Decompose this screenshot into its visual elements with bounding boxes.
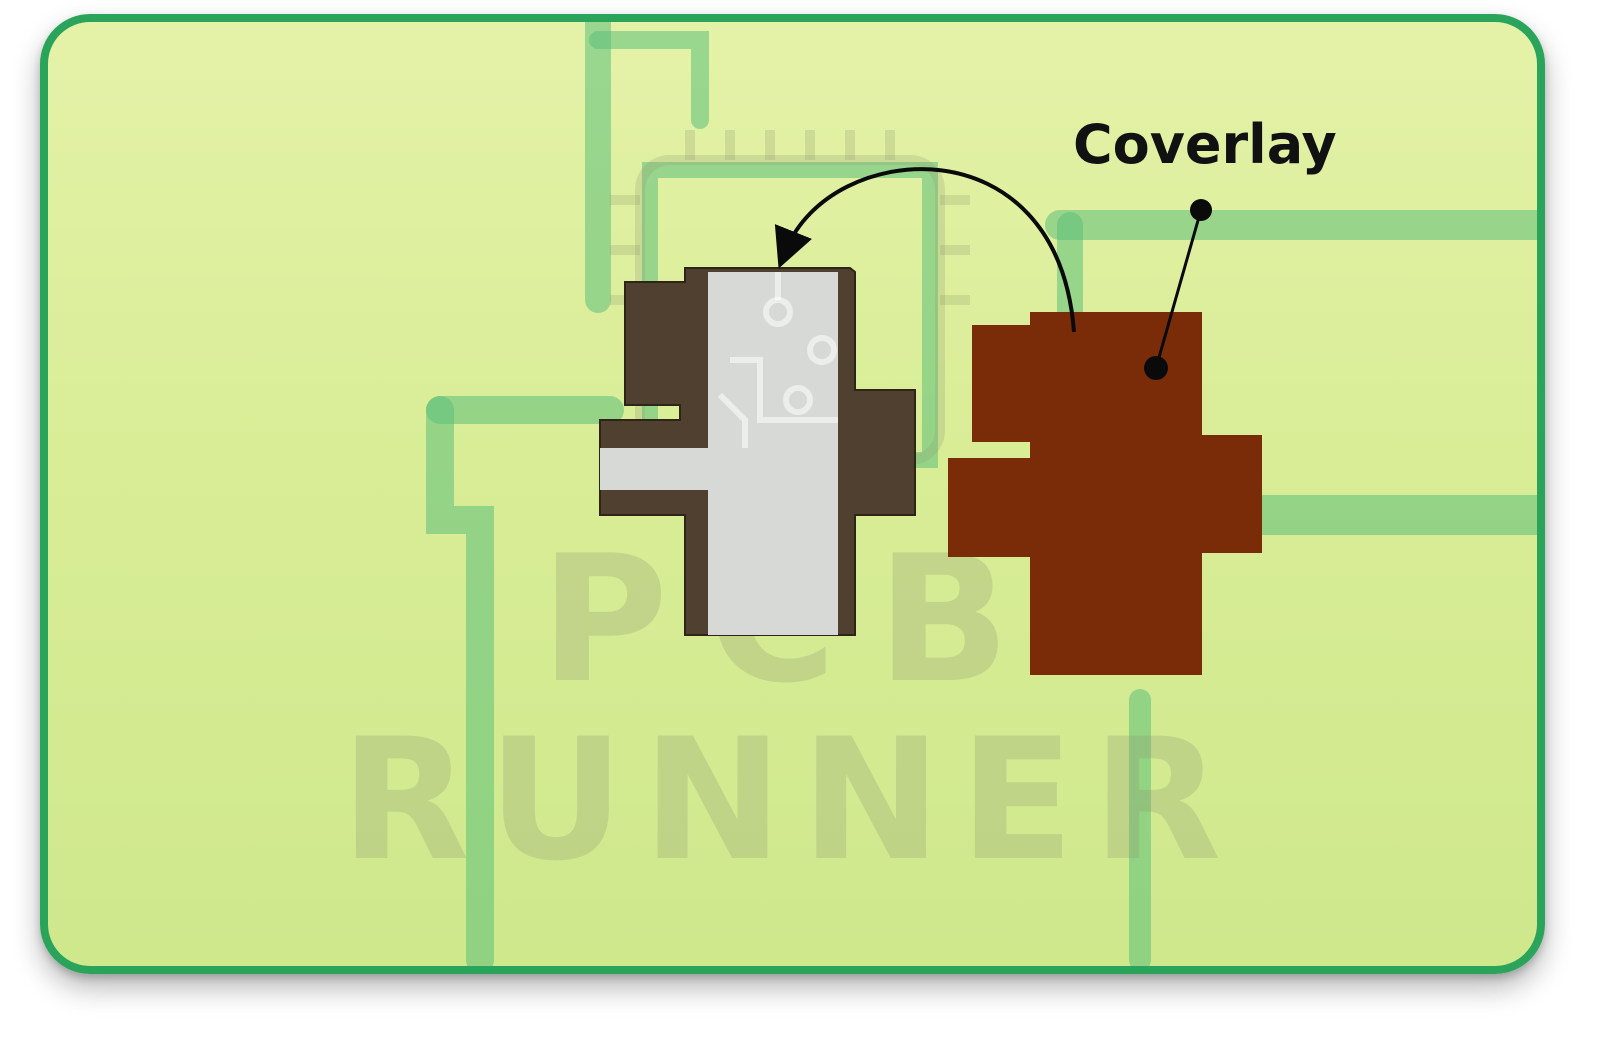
trace-pad-outline <box>426 396 494 966</box>
pointer-line <box>1144 199 1212 380</box>
coverlay-label: Coverlay <box>1073 113 1337 176</box>
pointer-dot-bottom <box>1144 356 1168 380</box>
watermark-line-2: RUNNER <box>340 702 1239 898</box>
flex-circuit-sample <box>599 267 916 636</box>
pointer-dot-top <box>1190 199 1212 221</box>
flex-copper-area <box>600 272 838 635</box>
copper-trace-pattern <box>717 272 838 448</box>
coverlay-piece <box>948 312 1262 675</box>
curved-arrow <box>774 167 1076 333</box>
trace-loop-top <box>589 31 709 129</box>
